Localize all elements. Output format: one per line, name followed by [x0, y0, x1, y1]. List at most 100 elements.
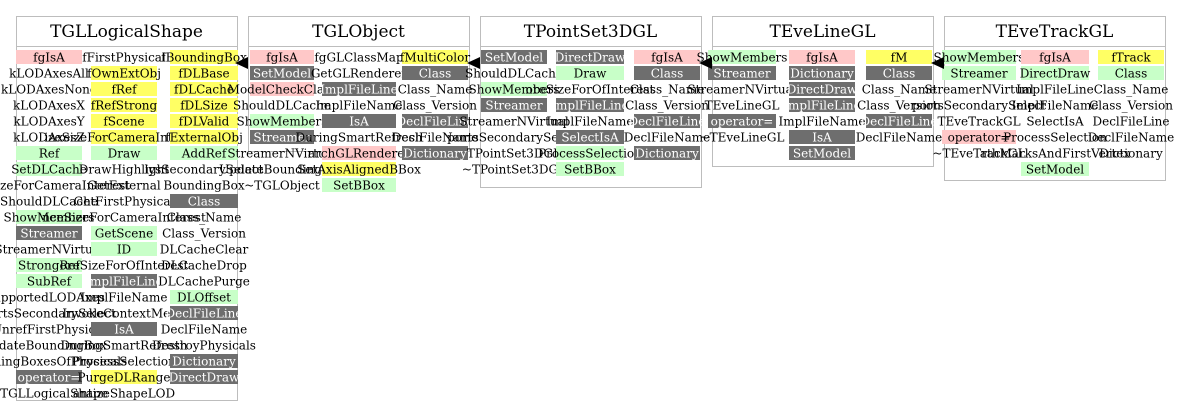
member-class-version[interactable]: Class_Version: [393, 99, 477, 113]
member-setaxisalignedbbox[interactable]: SetAxisAlignedBBox: [297, 162, 421, 177]
member-showmembers[interactable]: ShowMembers: [934, 50, 1025, 65]
member-tpointset3dgl[interactable]: TPointSet3DGL: [467, 147, 561, 161]
member-setbbox[interactable]: SetBBox: [322, 178, 396, 193]
member-portssecondaryselect[interactable]: portsSecondarySelect: [912, 99, 1046, 113]
member-implfileline[interactable]: ImplFileLine: [551, 98, 629, 113]
member-getscene[interactable]: GetScene: [91, 226, 157, 241]
member-fdlvalid[interactable]: fDLValid: [170, 114, 238, 129]
member-fgisa[interactable]: fgIsA: [789, 50, 855, 65]
member-klodaxesnone[interactable]: kLODAxesNone: [1, 83, 97, 97]
member-klodaxesall[interactable]: kLODAxesAll: [9, 67, 89, 81]
member-tpointset3dgl[interactable]: ~TPointSet3DGL: [462, 163, 566, 177]
member-pdateboundingbox[interactable]: pdateBoundingBox: [0, 339, 107, 353]
member-declfileline[interactable]: DeclFileLine: [628, 114, 706, 129]
member-frefstrong[interactable]: fRefStrong: [91, 98, 158, 113]
member-setmodel[interactable]: SetModel: [250, 66, 314, 81]
member-destroyphysicals[interactable]: DestroyPhysicals: [152, 339, 256, 353]
member-boundingbox[interactable]: BoundingBox: [163, 179, 244, 193]
member-tgllogicalshape[interactable]: ~TGLLogicalShape: [0, 387, 108, 401]
member-id[interactable]: ID: [91, 242, 157, 257]
member-class-name[interactable]: Class_Name: [398, 83, 473, 97]
member-class[interactable]: Class: [634, 66, 700, 81]
member-processselection[interactable]: ProcessSelection: [538, 146, 642, 161]
member-fscene[interactable]: fScene: [91, 114, 157, 129]
member-klodaxesz[interactable]: kLODAxesZ: [13, 131, 85, 145]
member-fgisa[interactable]: fgIsA: [250, 50, 314, 65]
member-draw[interactable]: Draw: [91, 146, 157, 161]
member-class-version[interactable]: Class_Version: [625, 99, 709, 113]
member-streamer[interactable]: Streamer: [481, 98, 547, 113]
member-oundingboxesofphysicals[interactable]: oundingBoxesOfPhysicals: [0, 355, 127, 369]
member-streamer[interactable]: Streamer: [942, 66, 1016, 81]
member-declfileline[interactable]: DeclFileLine: [1092, 115, 1169, 129]
member-dictionary[interactable]: Dictionary: [170, 354, 238, 369]
member-tevetrackgl[interactable]: TEveTrackGL: [937, 115, 1020, 129]
member-antizeshapelod[interactable]: antizeShapeLOD: [73, 387, 175, 401]
member-duringsmartrefresh[interactable]: DuringSmartRefresh: [296, 131, 423, 145]
member-streamernvirtual[interactable]: StreamerNVirtual: [0, 243, 104, 257]
member-dloffset[interactable]: DLOffset: [170, 290, 238, 305]
member-getexternal[interactable]: GetExternal: [87, 179, 161, 193]
member-dictionary[interactable]: Dictionary: [634, 146, 700, 161]
member-processselection[interactable]: ProcessSelection: [1003, 131, 1107, 145]
member-oresizeforcamerainterest[interactable]: oreSizeForCameraInterest: [0, 179, 130, 193]
member-archglrenderer[interactable]: archGLRenderer: [308, 146, 410, 161]
member-operator[interactable]: operator=: [942, 130, 1016, 145]
member-upportedlodaxes[interactable]: upportedLODAxes: [0, 291, 105, 305]
member-getfirstphysical[interactable]: GetFirstPhysical: [74, 195, 175, 209]
member-class-name[interactable]: Class_Name: [630, 83, 705, 97]
member-fdlcache[interactable]: fDLCache: [170, 82, 238, 97]
member-directdraw[interactable]: DirectDraw: [555, 50, 626, 65]
member-fgisa[interactable]: fgIsA: [1021, 50, 1089, 65]
member-fm[interactable]: fM: [866, 50, 932, 65]
member-drawhighlight[interactable]: DrawHighlight: [79, 163, 170, 177]
member-portssecondaryselect[interactable]: portsSecondarySelect: [447, 131, 581, 145]
member-streamer[interactable]: Streamer: [250, 130, 314, 145]
member-implfileline[interactable]: ImplFileLine: [1016, 83, 1093, 97]
member-modelcheckclass[interactable]: ModelCheckClass: [228, 82, 337, 97]
member-class-version[interactable]: Class_Version: [1089, 99, 1173, 113]
member-oresizeforofinterest[interactable]: oreSizeForOfInterest: [60, 259, 189, 273]
member-declfilename[interactable]: DeclFileName: [392, 131, 479, 145]
member-implfileline[interactable]: ImplFileLine: [783, 98, 861, 113]
member-isa[interactable]: IsA: [91, 322, 157, 337]
member-showmembers[interactable]: ShowMembers: [237, 114, 328, 129]
member-getglrenderer[interactable]: GetGLRenderer: [311, 67, 408, 81]
member-showmembers[interactable]: ShowMembers: [697, 50, 788, 65]
member-implfileline[interactable]: ImplFileLine: [85, 274, 163, 289]
member-addref[interactable]: AddRef: [170, 146, 238, 161]
member-athmarksandfirstvertex[interactable]: athMarksAndFirstVertex: [980, 147, 1131, 161]
member-directdraw[interactable]: DirectDraw: [787, 82, 858, 97]
member-portssecondaryselect[interactable]: portsSecondarySelect: [0, 307, 116, 321]
member-ncesizeforcamerainterest[interactable]: nceSizeForCameraInterest: [42, 211, 206, 225]
member-declfileline[interactable]: DeclFileLine: [165, 306, 243, 321]
member-invokecontextmenu[interactable]: InvokeContextMenu: [62, 307, 186, 321]
member-streamernvirtual[interactable]: StreamerNVirtual: [459, 115, 568, 129]
member-dlcacheclear[interactable]: DLCacheClear: [160, 243, 249, 257]
member-ffirstphysical[interactable]: fFirstPhysical: [82, 51, 166, 65]
member-implfileline[interactable]: ImplFileLine: [320, 82, 398, 97]
member-streamernvirtual[interactable]: StreamerNVirtual: [924, 83, 1033, 97]
member-showmembers[interactable]: ShowMembers: [469, 82, 560, 97]
member-tevelinegl[interactable]: ~TEveLineGL: [700, 131, 785, 145]
member-tglobject[interactable]: ~TGLObject: [244, 179, 320, 193]
member-directdraw[interactable]: DirectDraw: [169, 370, 240, 385]
member-oresizeforofinterest[interactable]: oreSizeForOfInterest: [526, 83, 655, 97]
member-declfileline[interactable]: DeclFileLine: [396, 114, 474, 129]
member-dictionary[interactable]: Dictionary: [1099, 147, 1163, 161]
member-class-name[interactable]: Class_Name: [862, 83, 937, 97]
member-dictionary[interactable]: Dictionary: [402, 146, 468, 161]
member-declfilename[interactable]: DeclFileName: [856, 131, 943, 145]
member-implfilename[interactable]: ImplFileName: [81, 291, 168, 305]
member-tevelinegl[interactable]: TEveLineGL: [705, 99, 780, 113]
member-fref[interactable]: fRef: [91, 82, 157, 97]
member-fdlbase[interactable]: fDLBase: [170, 66, 238, 81]
member-class[interactable]: Class: [402, 66, 468, 81]
member-dictionary[interactable]: Dictionary: [789, 66, 855, 81]
member-streamernvirtual[interactable]: StreamerNVirtual: [687, 83, 796, 97]
member-dlcachepurge[interactable]: DLCachePurge: [158, 275, 250, 289]
member-updateboundingbox[interactable]: UpdateBoundingBox: [219, 163, 345, 177]
member-declfilename[interactable]: DeclFileName: [624, 131, 711, 145]
member-fgglclassmap[interactable]: fgGLClassMap: [314, 51, 404, 65]
member-streamernvirtual[interactable]: StreamerNVirtual: [227, 147, 336, 161]
